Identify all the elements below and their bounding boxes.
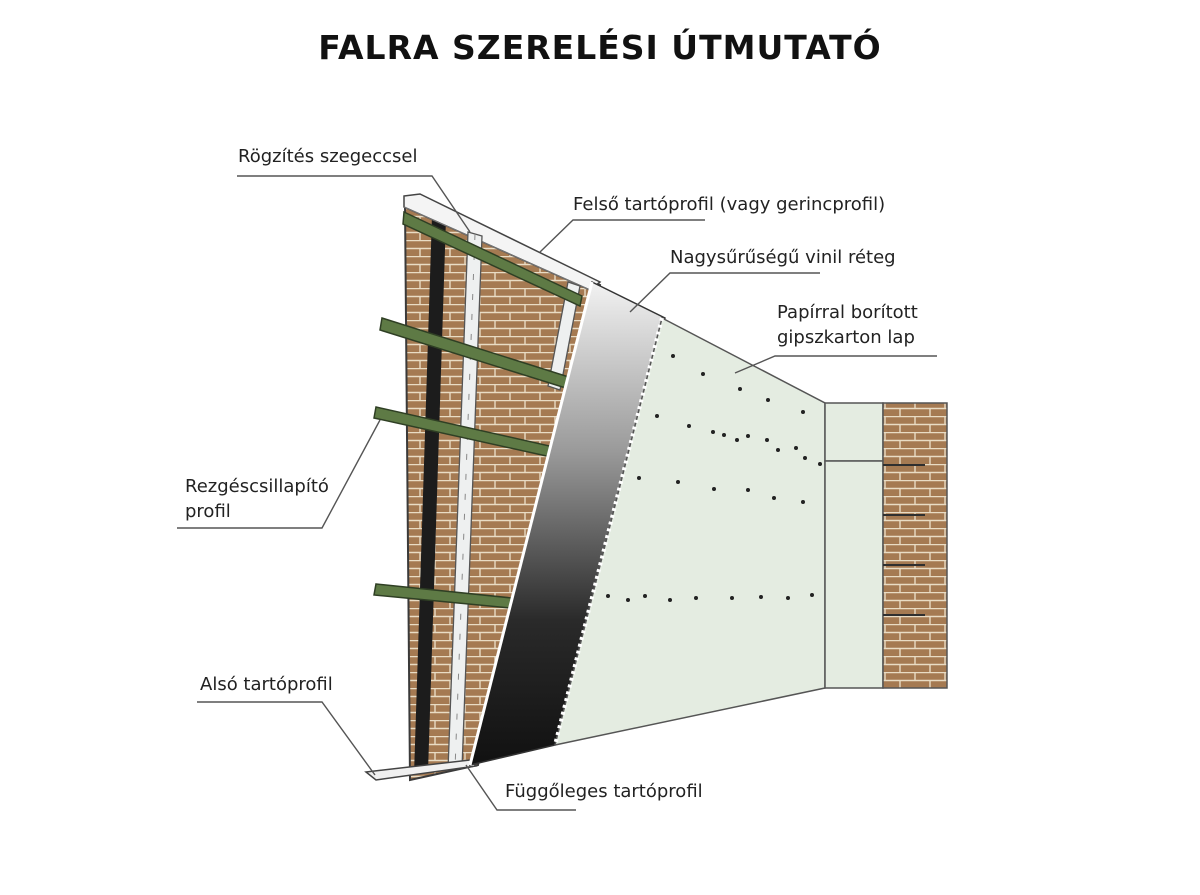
page-title: FALRA SZERELÉSI ÚTMUTATÓ	[318, 28, 882, 67]
label-drywall: Papírral borított gipszkarton lap	[777, 300, 918, 350]
label-damper-line2: profil	[185, 501, 231, 522]
label-top-profile: Felső tartóprofil (vagy gerincprofil)	[573, 194, 886, 215]
drywall-screws	[606, 354, 822, 602]
label-vinyl-layer: Nagysűrűségű vinil réteg	[670, 247, 896, 268]
brick-wall-end	[882, 402, 948, 689]
label-vertical-profile: Függőleges tartóprofil	[505, 781, 703, 802]
label-drywall-line1: Papírral borított	[777, 302, 918, 323]
leader-lines	[177, 175, 937, 811]
label-rivet-fixing: Rögzítés szegeccsel	[238, 146, 418, 167]
label-damper-profile: Rezgéscsillapító profil	[185, 474, 329, 524]
finished-wall-face	[824, 460, 884, 689]
wall-back-edge	[414, 215, 446, 775]
finished-wall-top	[824, 402, 884, 462]
label-bottom-profile: Alsó tartóprofil	[200, 674, 333, 695]
label-damper-line1: Rezgéscsillapító	[185, 476, 329, 497]
label-drywall-line2: gipszkarton lap	[777, 327, 915, 348]
bottom-profile	[364, 759, 478, 781]
damper-profiles	[373, 210, 583, 609]
